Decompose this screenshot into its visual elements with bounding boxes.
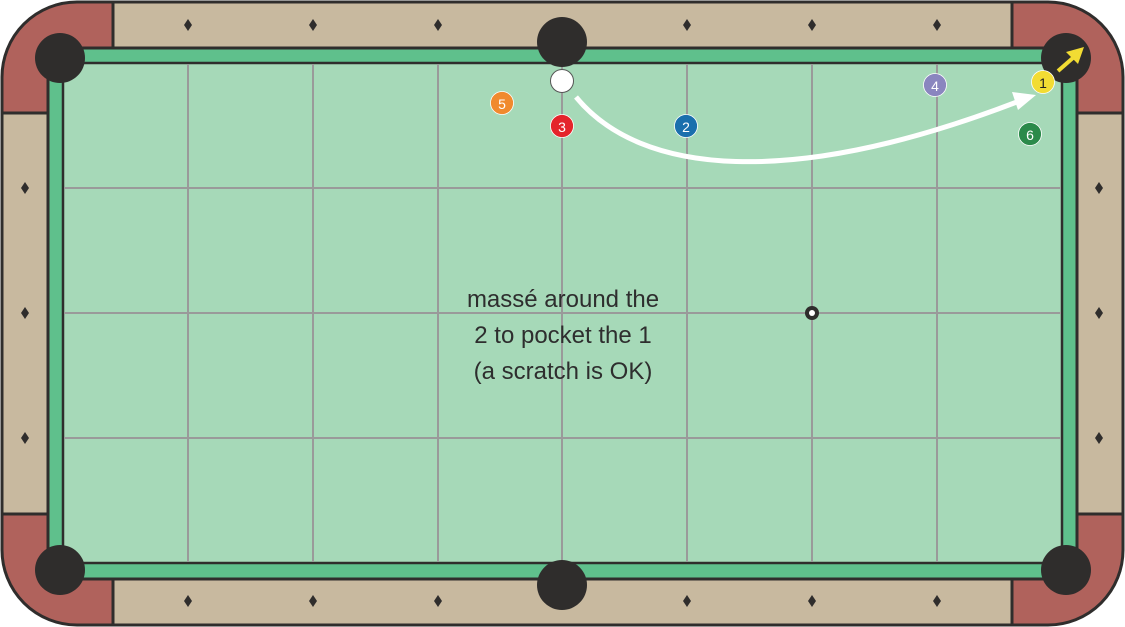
grid-lines [64, 64, 1061, 562]
diamond-icon [683, 19, 691, 31]
diamond-icon [933, 19, 941, 31]
pocket [1041, 545, 1091, 595]
cue-ball [550, 69, 574, 93]
diamond-icon [434, 595, 442, 607]
caption-line-3: (a scratch is OK) [474, 358, 653, 385]
ball-label: 6 [1026, 127, 1034, 143]
diamond-icon [1095, 307, 1103, 319]
pocket [537, 560, 587, 610]
diamond-icon [21, 182, 29, 194]
diamond-icon [184, 595, 192, 607]
ball-3: 3 [550, 114, 574, 138]
ball-4: 4 [923, 73, 947, 97]
ball-label: 2 [682, 119, 690, 135]
ball-1: 1 [1031, 70, 1055, 94]
pocket [1041, 33, 1091, 83]
target-marker-icon [805, 306, 819, 320]
diamond-icon [808, 595, 816, 607]
pocket [35, 545, 85, 595]
diamond-icon [21, 432, 29, 444]
ball-5: 5 [490, 91, 514, 115]
diamond-icon [434, 19, 442, 31]
pockets [35, 17, 1091, 610]
caption-line-1: massé around the [467, 286, 659, 313]
path-arrowhead-icon [1012, 92, 1036, 110]
diamond-icon [683, 595, 691, 607]
balls: 5 3 2 4 1 6 [490, 69, 1055, 146]
ball-label: 1 [1039, 75, 1047, 91]
pocket-direction-arrow [1056, 55, 1076, 73]
pocket [35, 33, 85, 83]
pocket [537, 17, 587, 67]
diamond-markers [21, 19, 1103, 607]
masse-path [574, 95, 1023, 165]
diamond-icon [933, 595, 941, 607]
ball-label: 4 [931, 78, 939, 94]
diamond-icon [808, 19, 816, 31]
diamond-icon [1095, 182, 1103, 194]
diamond-icon [309, 595, 317, 607]
diamond-icon [184, 19, 192, 31]
diamond-icon [1095, 432, 1103, 444]
diamond-icon [21, 307, 29, 319]
caption-line-2: 2 to pocket the 1 [474, 322, 651, 349]
arrowhead-icon [1066, 47, 1084, 64]
diamond-icon [309, 19, 317, 31]
ball-label: 5 [498, 96, 506, 112]
ball-label: 3 [558, 119, 566, 135]
ball-6: 6 [1018, 122, 1042, 146]
ball-2: 2 [674, 114, 698, 138]
